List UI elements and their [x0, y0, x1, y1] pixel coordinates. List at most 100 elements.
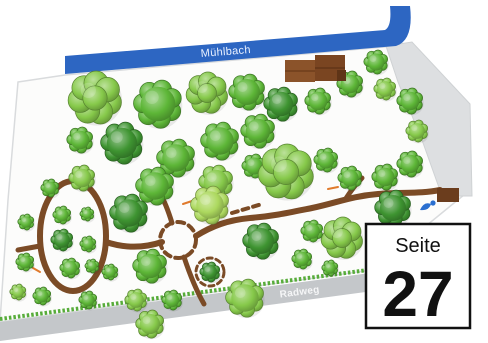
tree-canopy — [18, 255, 32, 269]
stream-label: Mühlbach — [200, 44, 251, 60]
tree-canopy-lobe — [273, 159, 299, 185]
tree-highlight — [119, 202, 130, 213]
tree-highlight — [37, 291, 43, 296]
muehlbach-stream — [65, 6, 411, 74]
tree — [84, 258, 101, 275]
tree-canopy — [196, 191, 224, 219]
tree — [32, 286, 52, 307]
tree — [190, 185, 230, 226]
tree — [225, 278, 265, 319]
tree-canopy — [55, 208, 69, 222]
tree — [132, 248, 168, 285]
tree — [161, 289, 183, 312]
blue-sign-icon — [420, 200, 436, 211]
tree-canopy — [72, 168, 92, 188]
tree — [135, 309, 165, 340]
tree-canopy — [87, 261, 97, 271]
tree — [373, 77, 397, 102]
tree — [396, 150, 424, 179]
tree-highlight — [20, 257, 26, 262]
page-badge-label: Seite — [395, 235, 441, 257]
tree-canopy — [400, 91, 420, 111]
tree-canopy — [308, 91, 328, 111]
tree-highlight — [271, 156, 287, 172]
tree-canopy — [245, 118, 271, 144]
tree-canopy — [82, 209, 92, 219]
page-badge: Seite 27 — [364, 222, 472, 330]
tree-highlight — [200, 194, 211, 205]
hedge — [0, 268, 369, 321]
tree — [15, 252, 35, 273]
orange-marker — [327, 186, 339, 190]
orange-marker — [182, 200, 193, 205]
tree-highlight — [319, 153, 327, 161]
tree-highlight — [88, 262, 93, 266]
trees — [9, 49, 429, 340]
tree-highlight — [383, 198, 394, 208]
tree-canopy — [367, 53, 385, 71]
tree — [79, 206, 96, 223]
tree-highlight — [83, 295, 89, 300]
tree-highlight — [130, 293, 137, 300]
tree-highlight — [145, 175, 156, 186]
tree-canopy — [35, 289, 49, 303]
tree-canopy — [70, 130, 90, 150]
tree — [101, 263, 120, 282]
tree-canopy — [164, 292, 180, 308]
tree-highlight — [75, 170, 83, 178]
tree — [78, 290, 98, 311]
tree — [109, 193, 149, 234]
tree — [67, 70, 123, 126]
tree-canopy — [162, 144, 190, 172]
tree — [100, 121, 144, 165]
tree-highlight — [249, 121, 259, 131]
tree-ring-path — [194, 256, 226, 288]
tree — [124, 288, 148, 313]
building-icon — [285, 55, 346, 82]
tree-canopy — [82, 238, 94, 250]
tree-highlight — [145, 90, 159, 105]
tree-highlight — [110, 131, 123, 144]
tree-highlight — [141, 256, 151, 267]
tree — [337, 165, 363, 192]
tree — [257, 143, 315, 201]
tree — [396, 87, 424, 116]
tree — [321, 259, 340, 278]
building-annex — [337, 70, 346, 81]
tree-highlight — [56, 233, 63, 240]
tree-canopy — [231, 284, 259, 312]
tree — [9, 283, 28, 302]
page-badge-box — [364, 222, 472, 330]
tree-highlight — [142, 316, 151, 324]
tree-highlight — [166, 147, 177, 158]
tree — [135, 166, 175, 207]
orange-marker — [32, 267, 41, 273]
tree — [66, 126, 94, 155]
tree-canopy — [245, 157, 263, 175]
tree — [79, 235, 98, 254]
tree-highlight — [325, 263, 331, 268]
path-dashed-segment — [230, 202, 264, 215]
radweg-path — [0, 273, 373, 341]
tree-highlight — [247, 159, 255, 167]
tree-highlight — [378, 169, 386, 177]
tree-canopy — [375, 167, 395, 187]
tree — [300, 219, 324, 244]
tree-highlight — [235, 287, 246, 299]
tree — [40, 178, 60, 199]
junction-circle — [158, 220, 198, 260]
tree-canopy — [380, 195, 406, 221]
tree-highlight — [306, 224, 313, 231]
tree-canopy — [128, 292, 144, 308]
tree-canopy — [81, 293, 95, 307]
tree — [228, 73, 266, 112]
tree-highlight — [13, 287, 19, 292]
tree-canopy — [377, 81, 393, 97]
tree-highlight — [403, 93, 411, 101]
tree — [320, 216, 364, 260]
tree-canopy — [324, 262, 336, 274]
page-badge-number: 27 — [382, 258, 453, 330]
tree-canopy — [248, 228, 274, 254]
